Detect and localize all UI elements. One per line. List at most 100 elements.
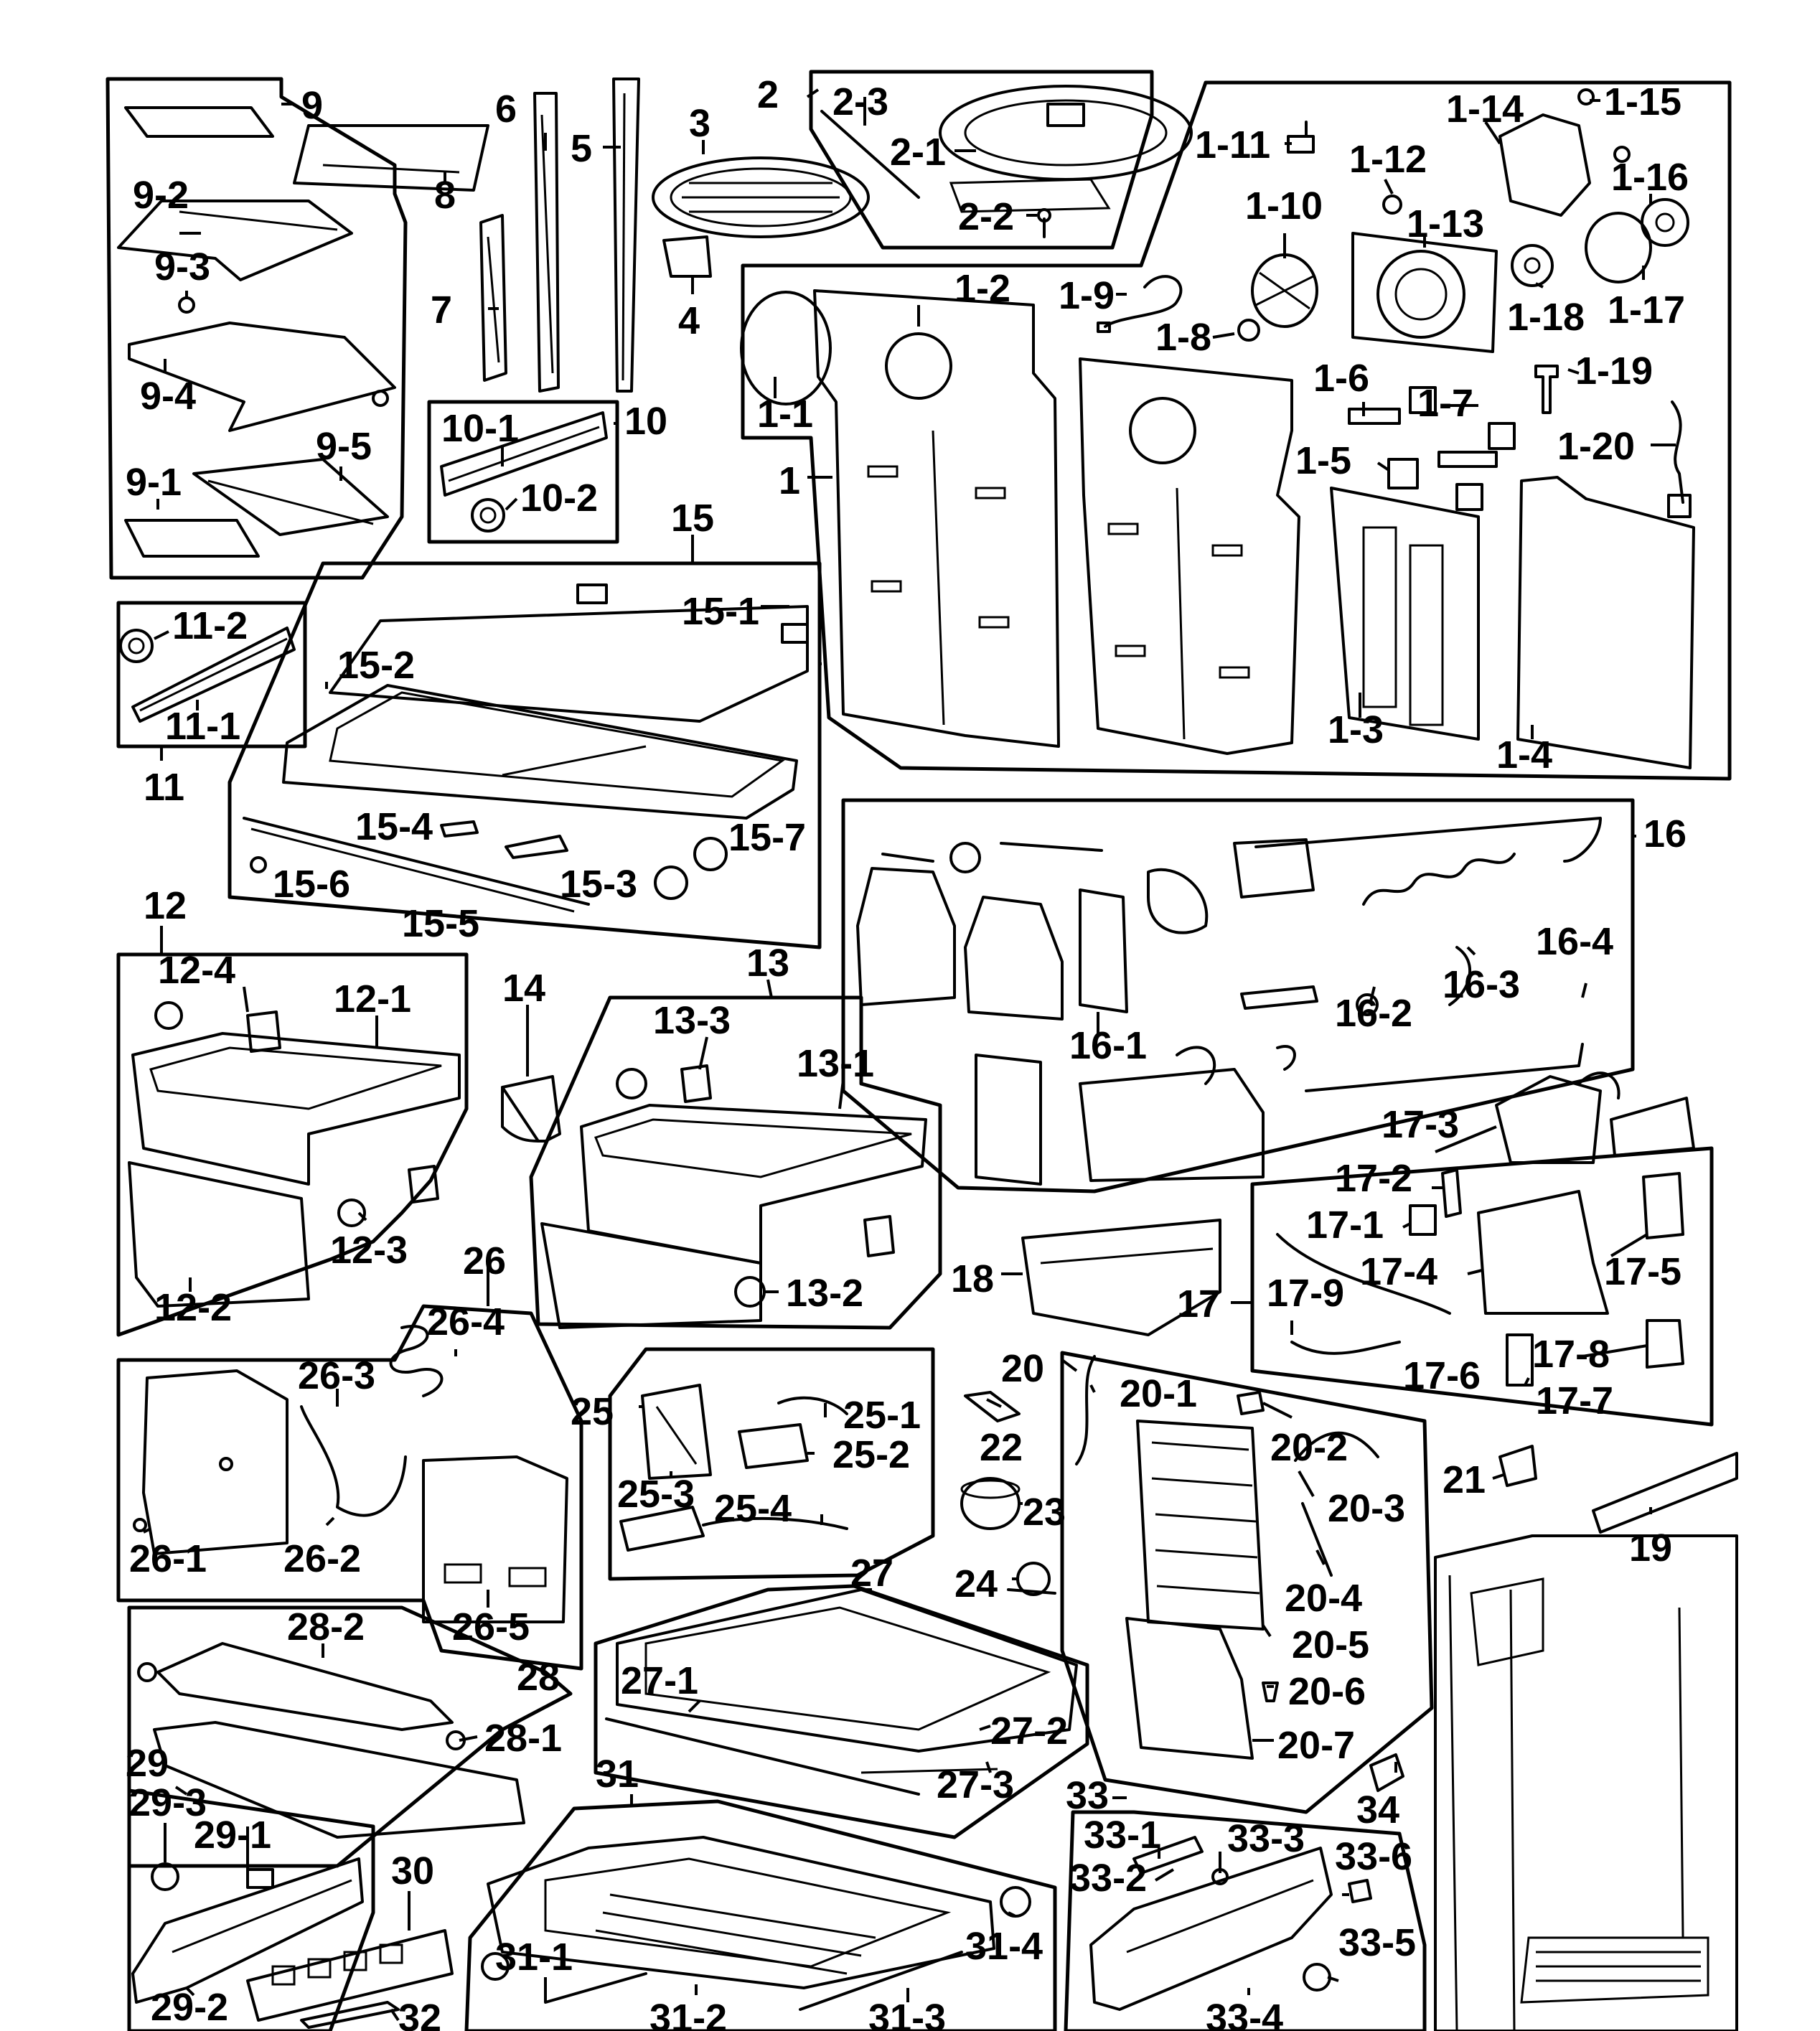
label-27-1: 27-1 (621, 1659, 698, 1702)
label-2: 2 (757, 73, 779, 116)
label-16-3: 16-3 (1443, 963, 1520, 1006)
part-1-fan-assembly (1097, 88, 1692, 518)
part-1-evaporator-cover-left (740, 289, 1060, 748)
label-20-4: 20-4 (1285, 1577, 1362, 1620)
label-32: 32 (398, 1997, 441, 2031)
label-1-17: 1-17 (1608, 289, 1685, 332)
label-20-5: 20-5 (1292, 1623, 1369, 1666)
label-17-5: 17-5 (1604, 1250, 1681, 1293)
label-17-9: 17-9 (1267, 1272, 1344, 1315)
label-19: 19 (1629, 1526, 1672, 1570)
label-2-3: 2-3 (832, 80, 888, 123)
group-28-border (127, 1605, 573, 1868)
label-33: 33 (1066, 1774, 1109, 1817)
leader-lines (143, 88, 1676, 2022)
label-33-1: 33-1 (1084, 1814, 1161, 1857)
label-15-5: 15-5 (402, 902, 479, 945)
part-10-rail (440, 411, 608, 533)
group-26-border (116, 1304, 583, 1671)
label-22: 22 (980, 1426, 1023, 1469)
label-28-1: 28-1 (484, 1717, 562, 1760)
label-1-4: 1-4 (1496, 733, 1552, 777)
group-20-border (1060, 1351, 1434, 1814)
label-9-1: 9-1 (126, 461, 182, 504)
part-15-shelf (243, 583, 809, 913)
label-3: 3 (689, 102, 710, 145)
part-16-ice-maker (856, 817, 1602, 1186)
label-25-3: 25-3 (617, 1473, 695, 1516)
part-3-grille (652, 156, 870, 238)
label-17: 17 (1177, 1282, 1220, 1326)
label-1-8: 1-8 (1155, 316, 1211, 359)
label-9-5: 9-5 (316, 425, 372, 468)
label-20-7: 20-7 (1277, 1724, 1355, 1767)
part-19-cabinet (1434, 1452, 1738, 2031)
part-4-bracket (662, 235, 712, 278)
part-14-cover (501, 1075, 561, 1143)
label-12-1: 12-1 (334, 977, 411, 1021)
label-11-2: 11-2 (172, 604, 248, 647)
label-34: 34 (1356, 1788, 1399, 1831)
part-20-evaporator (1075, 1355, 1379, 1760)
label-13-3: 13-3 (653, 999, 731, 1042)
label-26-3: 26-3 (298, 1354, 375, 1397)
group-9-border (105, 77, 408, 580)
group-13-border (529, 995, 942, 1330)
group-17-border (1250, 1146, 1714, 1427)
label-20-3: 20-3 (1328, 1487, 1405, 1530)
label-1-1: 1-1 (757, 393, 813, 436)
label-17-8: 17-8 (1532, 1333, 1610, 1376)
label-26-5: 26-5 (452, 1605, 530, 1648)
label-16-1: 16-1 (1069, 1024, 1147, 1067)
label-25-2: 25-2 (832, 1433, 910, 1476)
label-16: 16 (1643, 812, 1687, 855)
label-31: 31 (596, 1753, 639, 1796)
part-2-cover (820, 85, 1193, 238)
label-9-4: 9-4 (140, 375, 196, 418)
label-29-1: 29-1 (194, 1814, 271, 1857)
label-15-1: 15-1 (682, 590, 759, 633)
label-31-2: 31-2 (649, 1997, 727, 2031)
label-33-2: 33-2 (1069, 1857, 1147, 1900)
label-28-2: 28-2 (287, 1605, 365, 1648)
group-31-border (464, 1799, 1057, 2031)
label-1-11: 1-11 (1195, 123, 1270, 166)
label-4: 4 (678, 299, 700, 342)
label-16-2: 16-2 (1335, 992, 1412, 1035)
group-11-border (116, 601, 307, 749)
label-1-15: 1-15 (1604, 80, 1681, 123)
group-27-border (594, 1584, 1089, 1839)
label-26-2: 26-2 (283, 1537, 361, 1580)
label-20-2: 20-2 (1270, 1426, 1348, 1469)
label-26-1: 26-1 (129, 1537, 207, 1580)
part-17-dispenser-parts (1276, 1071, 1695, 1387)
label-29: 29 (126, 1742, 169, 1785)
label-11-1: 11-1 (165, 705, 240, 748)
part-1-4-plate (1516, 476, 1695, 769)
label-1-19: 1-19 (1575, 350, 1653, 393)
part-26-drain-parts (133, 1325, 568, 1623)
label-25-1: 25-1 (843, 1394, 921, 1437)
label-1-20: 1-20 (1557, 425, 1635, 468)
label-7: 7 (431, 289, 452, 332)
label-15-6: 15-6 (273, 863, 350, 906)
part-1-3-heater (1330, 487, 1480, 741)
part-18-ice-tray (1021, 1219, 1221, 1336)
label-5: 5 (571, 127, 592, 170)
label-20: 20 (1001, 1347, 1044, 1390)
label-9-3: 9-3 (154, 245, 210, 289)
part-6-7-5-rails (479, 78, 640, 393)
label-10: 10 (624, 400, 667, 443)
label-31-1: 31-1 (495, 1936, 573, 1979)
part-9-glass-shelf (117, 106, 489, 558)
label-1-3: 1-3 (1328, 708, 1384, 751)
group-borders (105, 70, 1732, 2031)
label-17-1: 17-1 (1306, 1204, 1384, 1247)
part-33-rail-assembly (1089, 1836, 1372, 2011)
label-29-3: 29-3 (129, 1781, 207, 1824)
label-20-1: 20-1 (1120, 1372, 1197, 1415)
label-28: 28 (517, 1656, 560, 1699)
group-33-border (1064, 1810, 1427, 2031)
label-17-7: 17-7 (1536, 1379, 1613, 1422)
label-17-4: 17-4 (1360, 1250, 1437, 1293)
